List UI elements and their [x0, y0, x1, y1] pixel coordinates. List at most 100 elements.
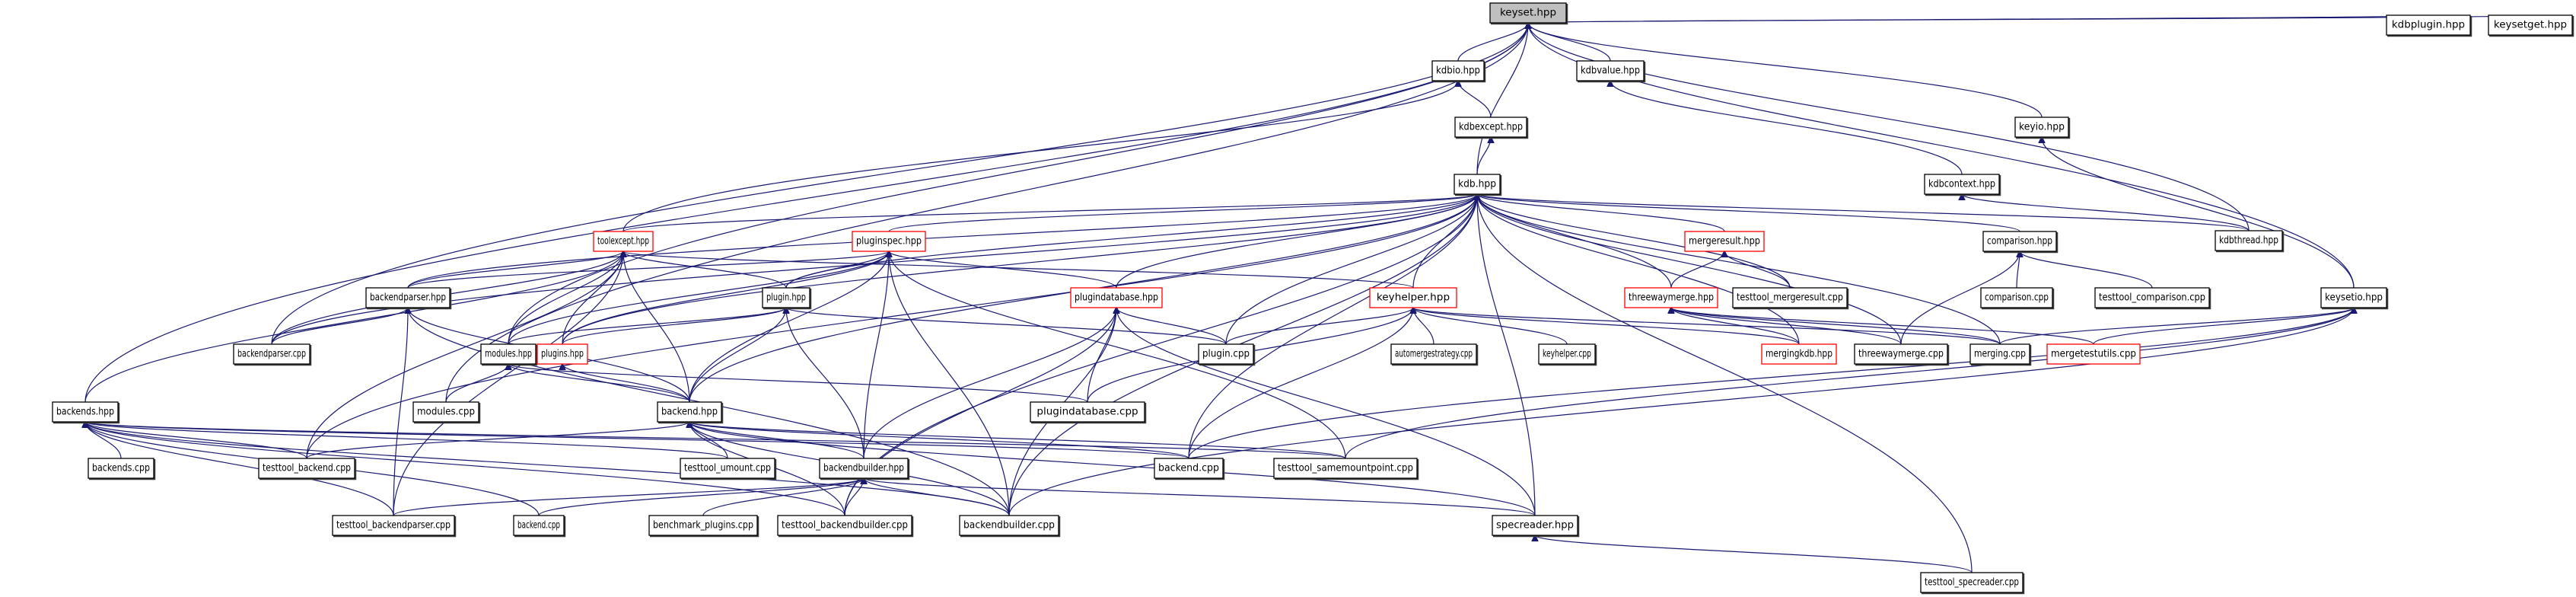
node-mergeresult-hpp[interactable]: mergeresult.hpp [1684, 231, 1765, 252]
node-box[interactable] [88, 458, 154, 479]
node-box[interactable] [2215, 230, 2283, 251]
node-box[interactable] [1969, 343, 2030, 365]
node-box[interactable] [412, 401, 479, 423]
node-keyhelper-cpp[interactable]: keyhelper.cpp [1538, 343, 1597, 366]
node-plugin-cpp[interactable]: plugin.cpp [1198, 343, 1256, 366]
node-box[interactable] [2488, 14, 2573, 36]
node-box[interactable] [1154, 458, 1224, 479]
node-box[interactable] [513, 515, 565, 536]
node-box[interactable] [1684, 231, 1765, 252]
node-box[interactable] [2046, 343, 2141, 365]
node-box[interactable] [1198, 343, 1254, 365]
node-box[interactable] [332, 515, 455, 536]
node-box[interactable] [819, 458, 909, 479]
node-backendparser-cpp[interactable]: backendparser.cpp [233, 343, 312, 366]
node-box[interactable] [258, 458, 355, 479]
node-mergingkdb-hpp[interactable]: mergingkdb.hpp [1761, 343, 1837, 365]
node-testtool-mergeresult-cpp[interactable]: testtool_mergeresult.cpp [1732, 287, 1849, 310]
node-box[interactable] [1492, 515, 1578, 536]
node-backendbuilder-cpp[interactable]: backendbuilder.cpp [959, 515, 1061, 538]
node-box[interactable] [1538, 343, 1596, 365]
node-box[interactable] [1854, 343, 1948, 365]
node-plugins-hpp[interactable]: plugins.hpp [537, 343, 588, 365]
node-testtool-umount-cpp[interactable]: testtool_umount.cpp [680, 458, 777, 480]
node-box[interactable] [1980, 287, 2053, 308]
node-toolexcept-hpp[interactable]: toolexcept.hpp [593, 231, 654, 252]
node-keyio-hpp[interactable]: keyio.hpp [2014, 117, 2071, 139]
node-modules-cpp[interactable]: modules.cpp [412, 401, 481, 424]
node-box[interactable] [537, 343, 588, 365]
node-box[interactable] [480, 343, 537, 365]
node-pluginspec-hpp[interactable]: pluginspec.hpp [852, 231, 926, 252]
node-backendparser-hpp[interactable]: backendparser.hpp [365, 287, 452, 310]
node-plugin-hpp[interactable]: plugin.hpp [762, 287, 812, 310]
node-comparison-cpp[interactable]: comparison.cpp [1980, 287, 2055, 310]
node-keyset-hpp[interactable]: keyset.hpp [1489, 2, 1568, 25]
node-box[interactable] [1070, 287, 1163, 308]
node-box[interactable] [959, 515, 1059, 536]
node-box[interactable] [1390, 343, 1477, 365]
node-plugindatabase-cpp[interactable]: plugindatabase.cpp [1030, 401, 1147, 424]
node-box[interactable] [1924, 174, 2000, 195]
node-kdbio-hpp[interactable]: kdbio.hpp [1431, 60, 1486, 83]
node-keysetio-hpp[interactable]: keysetio.hpp [2320, 287, 2389, 310]
node-box[interactable] [1030, 401, 1145, 423]
node-box[interactable] [1982, 231, 2057, 252]
node-plugindatabase-hpp[interactable]: plugindatabase.hpp [1070, 287, 1163, 308]
node-benchmark-plugins-cpp[interactable]: benchmark_plugins.cpp [648, 515, 759, 538]
node-box[interactable] [52, 401, 119, 423]
node-testtool-samemountpoint-cpp[interactable]: testtool_samemountpoint.cpp [1273, 458, 1419, 480]
node-comparison-hpp[interactable]: comparison.hpp [1982, 231, 2059, 254]
node-box[interactable] [762, 287, 810, 308]
node-threewaymerge-hpp[interactable]: threewaymerge.hpp [1624, 287, 1718, 308]
node-testtool-comparison-cpp[interactable]: testtool_comparison.cpp [2094, 287, 2211, 310]
node-box[interactable] [1431, 60, 1485, 81]
node-box[interactable] [1732, 287, 1848, 308]
node-backend-cpp-low[interactable]: backend.cpp [513, 515, 566, 538]
node-backendbuilder-hpp[interactable]: backendbuilder.hpp [819, 458, 910, 480]
node-box[interactable] [593, 231, 654, 252]
node-box[interactable] [1454, 174, 1501, 195]
node-backend-hpp[interactable]: backend.hpp [657, 401, 724, 424]
node-threewaymerge-cpp[interactable]: threewaymerge.cpp [1854, 343, 1950, 366]
node-box[interactable] [365, 287, 451, 308]
node-testtool-backend-cpp[interactable]: testtool_backend.cpp [258, 458, 357, 480]
node-modules-hpp[interactable]: modules.hpp [480, 343, 538, 366]
node-testtool-backendbuilder-cpp[interactable]: testtool_backendbuilder.cpp [777, 515, 914, 538]
node-keysetget-hpp[interactable]: keysetget.hpp [2488, 14, 2574, 37]
node-backends-cpp[interactable]: backends.cpp [88, 458, 156, 480]
node-box[interactable] [233, 343, 310, 365]
node-kdb-hpp[interactable]: kdb.hpp [1454, 174, 1502, 196]
node-kdbexcept-hpp[interactable]: kdbexcept.hpp [1454, 117, 1529, 139]
node-kdbthread-hpp[interactable]: kdbthread.hpp [2215, 230, 2285, 253]
node-box[interactable] [657, 401, 722, 423]
node-box[interactable] [648, 515, 758, 536]
node-box[interactable] [2320, 287, 2387, 308]
node-testtool-specreader-cpp[interactable]: testtool_specreader.cpp [1920, 572, 2025, 595]
node-box[interactable] [1369, 287, 1457, 308]
node-keyhelper-hpp[interactable]: keyhelper.hpp [1369, 287, 1457, 308]
node-mergetestutils-cpp[interactable]: mergetestutils.cpp [2046, 343, 2141, 365]
node-box[interactable] [1761, 343, 1837, 365]
node-box[interactable] [1624, 287, 1718, 308]
node-box[interactable] [680, 458, 775, 479]
node-box[interactable] [1576, 60, 1645, 81]
node-automergestrategy-cpp[interactable]: automergestrategy.cpp [1390, 343, 1479, 366]
node-box[interactable] [777, 515, 912, 536]
node-box[interactable] [1454, 117, 1527, 138]
node-box[interactable] [1920, 572, 2024, 593]
node-backends-hpp[interactable]: backends.hpp [52, 401, 120, 424]
node-kdbvalue-hpp[interactable]: kdbvalue.hpp [1576, 60, 1646, 83]
node-kdbplugin-hpp[interactable]: kdbplugin.hpp [2386, 14, 2473, 37]
node-testtool-backendparser-cpp[interactable]: testtool_backendparser.cpp [332, 515, 457, 538]
node-kdbcontext-hpp[interactable]: kdbcontext.hpp [1924, 174, 2001, 196]
node-box[interactable] [2014, 117, 2069, 138]
node-box[interactable] [1489, 2, 1567, 24]
node-box[interactable] [1273, 458, 1418, 479]
node-box[interactable] [2094, 287, 2210, 308]
node-box[interactable] [2386, 14, 2471, 36]
node-box[interactable] [852, 231, 926, 252]
node-specreader-hpp[interactable]: specreader.hpp [1492, 515, 1580, 538]
node-merging-cpp[interactable]: merging.cpp [1969, 343, 2032, 366]
node-backend-cpp-mid[interactable]: backend.cpp [1154, 458, 1225, 480]
